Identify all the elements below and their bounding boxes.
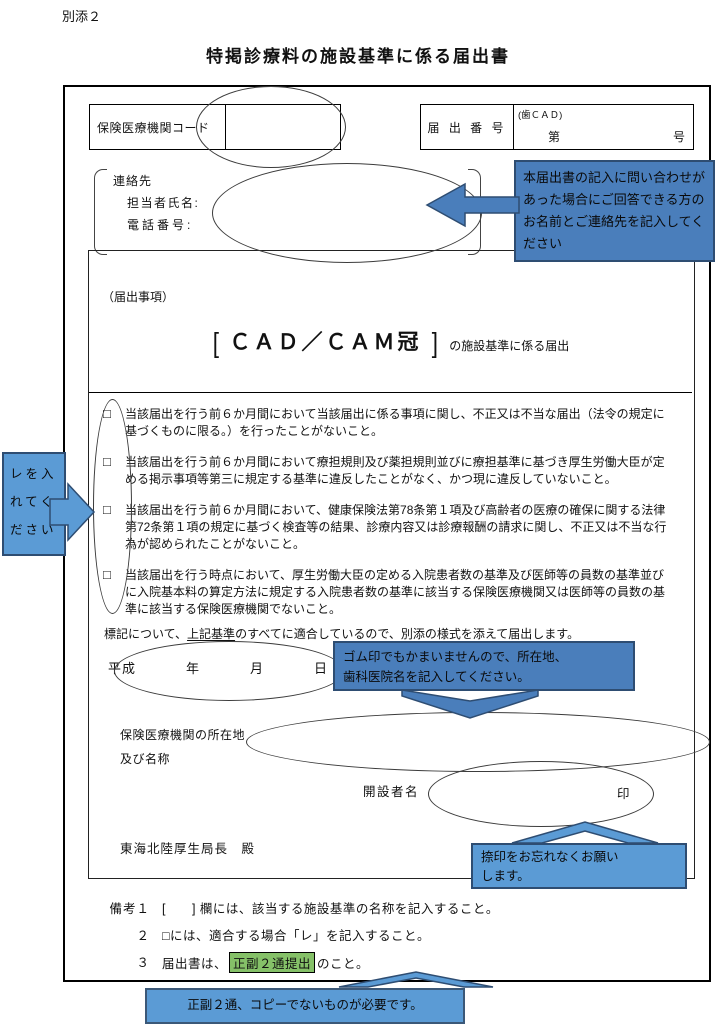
section-label: （届出事項）: [102, 290, 175, 304]
stamp-note-line2: 歯科医院名を記入してください。: [343, 670, 530, 684]
requirement-item-1: □ 当該届出を行う前６か月間において当該届出に係る事項に関し、不正又は不当な届出…: [103, 406, 681, 440]
separator-line: [89, 392, 692, 393]
note-3-label: ３: [136, 956, 150, 970]
requirement-list: □ 当該届出を行う前６か月間において当該届出に係る事項に関し、不正又は不当な届出…: [103, 406, 681, 632]
facility-standard-suffix: の施設基準に係る届出: [449, 339, 570, 353]
bracket-close: ]: [432, 327, 439, 358]
facility-standard-name: ＣＡＤ／ＣＡＭ冠: [229, 331, 422, 354]
address-label-1: 保険医療機関の所在地: [120, 728, 246, 742]
note-3-highlight: 正副２通提出: [229, 952, 316, 973]
up-arrow-icon: [511, 821, 659, 844]
seal-mark: 印: [617, 787, 630, 801]
stamp-note-callout: ゴム印でもかまいませんので、所在地、 歯科医院名を記入してください。: [333, 641, 635, 691]
seal-note-callout: 捺印をお忘れなくお願い します。: [471, 843, 687, 889]
notification-number-dai: 第: [548, 130, 561, 144]
notification-number-go: 号: [672, 130, 685, 144]
notification-number-prefix: (歯ＣＡＤ): [518, 110, 563, 121]
notification-number-input[interactable]: (歯ＣＡＤ) 第 号: [513, 105, 693, 149]
declaration-pre: 標記について、: [104, 627, 188, 641]
address-annotation-oval: [246, 712, 710, 772]
code-annotation-oval: [196, 86, 346, 168]
founder-label: 開設者名: [363, 785, 420, 799]
notification-number-label: 届 出 番 号: [427, 120, 507, 135]
requirement-text-2: 当該届出を行う前６か月間において療担規則及び薬担規則並びに療担基準に基づき厚生労…: [125, 455, 665, 486]
note-3-pre: 届出書は、: [162, 957, 228, 971]
declaration-line: 標記について、上記基準のすべてに適合しているので、別添の様式を添えて届出します。: [104, 625, 684, 642]
copies-note-callout: 正副２通、コピーでないものが必要です。: [145, 988, 465, 1024]
recipient-line: 東海北陸厚生局長 殿: [120, 842, 256, 856]
note-2: ２ □には、適合する場合「レ」を記入すること。: [104, 925, 664, 944]
note-1-text: [ ] 欄には、該当する施設基準の名称を記入すること。: [162, 902, 499, 916]
check-note-line3: ださい: [10, 523, 57, 537]
note-2-text: □には、適合する場合「レ」を記入すること。: [162, 929, 431, 943]
note-1-label: 備考１: [109, 902, 150, 916]
note-3: ３ 届出書は、正副２通提出のこと。: [104, 952, 664, 973]
requirement-item-3: □ 当該届出を行う前６か月間において、健康保険法第78条第１項及び高齢者の医療の…: [103, 502, 681, 553]
stamp-note-line1: ゴム印でもかまいませんので、所在地、: [343, 650, 568, 664]
contact-phone-label: 電話番号:: [127, 218, 194, 232]
contact-person-label: 担当者氏名:: [127, 196, 200, 210]
attachment-tag: 別添２: [62, 9, 102, 24]
requirement-text-3: 当該届出を行う前６か月間において、健康保険法第78条第１項及び高齢者の医療の確保…: [125, 503, 667, 551]
down-arrow-icon: [401, 689, 539, 719]
contact-note-callout: 本届出書の記入に問い合わせがあった場合にご回答できる方のお名前とご連絡先を記入し…: [514, 160, 715, 262]
check-note-callout: レを入 れてく ださい: [2, 452, 66, 556]
up-chevron-arrow-icon: [338, 971, 494, 988]
checkboxes-annotation-oval: [93, 399, 132, 614]
check-note-line1: レを入: [10, 467, 57, 481]
address-label-2: 及び名称: [120, 752, 171, 766]
requirement-item-4: □ 当該届出を行う時点において、厚生労働大臣の定める入院患者数の基準及び医師等の…: [103, 567, 681, 618]
note-3-post: のこと。: [317, 957, 370, 971]
check-note-line2: れてく: [10, 495, 56, 509]
declaration-underlined: 上記基準: [187, 627, 236, 641]
medical-institution-code-label: 保険医療機関コード: [97, 120, 210, 135]
declaration-post: のすべてに適合しているので、別添の様式を添えて届出します。: [235, 627, 580, 641]
requirement-text-1: 当該届出を行う前６か月間において当該届出に係る事項に関し、不正又は不当な届出（法…: [125, 407, 665, 438]
note-3-text: 届出書は、正副２通提出のこと。: [150, 952, 369, 973]
left-block-arrow-icon: [425, 182, 520, 228]
seal-note-line2: します。: [481, 869, 530, 883]
notification-number-box: 届 出 番 号 (歯ＣＡＤ) 第 号: [420, 104, 694, 150]
seal-note-line1: 捺印をお忘れなくお願い: [481, 850, 619, 864]
bracket-open: [: [212, 327, 219, 358]
contact-heading: 連絡先: [113, 174, 153, 188]
page-title: 特掲診療料の施設基準に係る届出書: [206, 47, 510, 66]
requirement-item-2: □ 当該届出を行う前６か月間において療担規則及び薬担規則並びに療担基準に基づき厚…: [103, 454, 681, 488]
requirement-text-4: 当該届出を行う時点において、厚生労働大臣の定める入院患者数の基準及び医師等の員数…: [125, 568, 666, 616]
note-1: 備考１ [ ] 欄には、該当する施設基準の名称を記入すること。: [104, 898, 664, 917]
right-block-arrow-icon: [49, 482, 96, 542]
note-2-label: ２: [136, 929, 150, 943]
contact-bracket-left: [94, 169, 107, 255]
founder-annotation-oval: [428, 761, 654, 827]
facility-standard-row: [ ＣＡＤ／ＣＡＭ冠 ] の施設基準に係る届出: [88, 328, 693, 358]
date-annotation-oval: [114, 641, 344, 701]
